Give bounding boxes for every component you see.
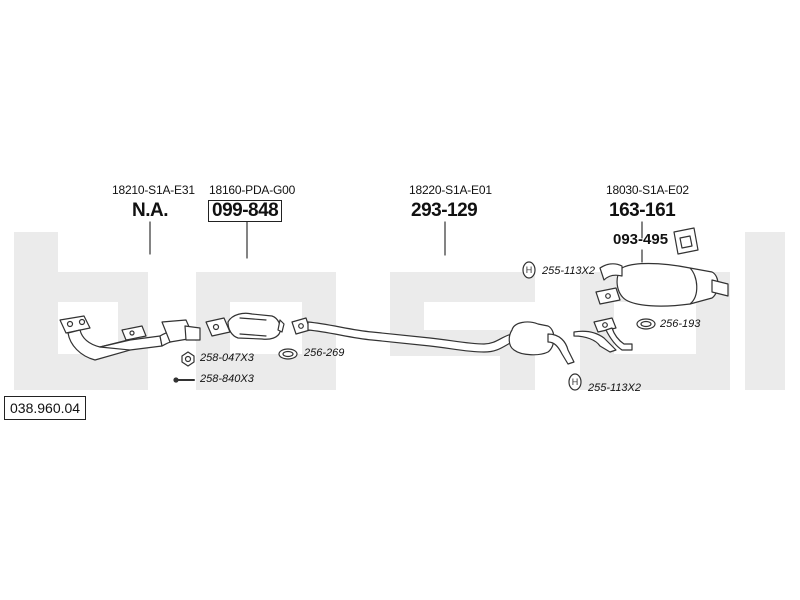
nut-258-047-hole <box>184 355 192 363</box>
front-pipe-drawing <box>59 315 201 361</box>
oem-code: 18210-S1A-E31 <box>112 183 195 197</box>
rear-pipe-drawing <box>573 317 633 353</box>
clamp-symbol <box>568 373 582 391</box>
hanger-bracket-drawing <box>673 227 699 255</box>
oem-code: 18030-S1A-E02 <box>606 183 689 197</box>
accessory-label: 258-840X3 <box>200 373 254 385</box>
accessory-label: 255-113X2 <box>588 382 642 394</box>
clamp-symbol <box>522 261 536 279</box>
clamp-h-glyph: H <box>572 377 579 387</box>
accessory-label: 256-269 <box>304 347 345 359</box>
rear-silencer-drawing <box>595 262 729 307</box>
part-number: 163-161 <box>609 200 676 221</box>
gasket-256-269-inner <box>282 350 294 358</box>
oem-code: 18220-S1A-E01 <box>409 183 492 197</box>
part-number: 099-848 <box>208 200 283 222</box>
bolt-258-840-head <box>173 377 179 383</box>
catalog-reference: 038.960.04 <box>4 396 87 420</box>
clamp-h-glyph: H <box>526 265 533 275</box>
gasket-256-193-inner <box>640 320 652 328</box>
accessory-label: 256-193 <box>660 318 701 330</box>
middle-silencer-drawing <box>291 317 575 365</box>
catalytic-converter-drawing <box>205 312 285 340</box>
part-number: N.A. <box>132 200 169 221</box>
part-number: 293-129 <box>411 200 478 221</box>
hanger-part-number: 093-495 <box>613 231 669 248</box>
oem-code: 18160-PDA-G00 <box>209 183 296 197</box>
accessory-label: 255-113X2 <box>542 265 596 277</box>
accessory-label: 258-047X3 <box>200 352 254 364</box>
